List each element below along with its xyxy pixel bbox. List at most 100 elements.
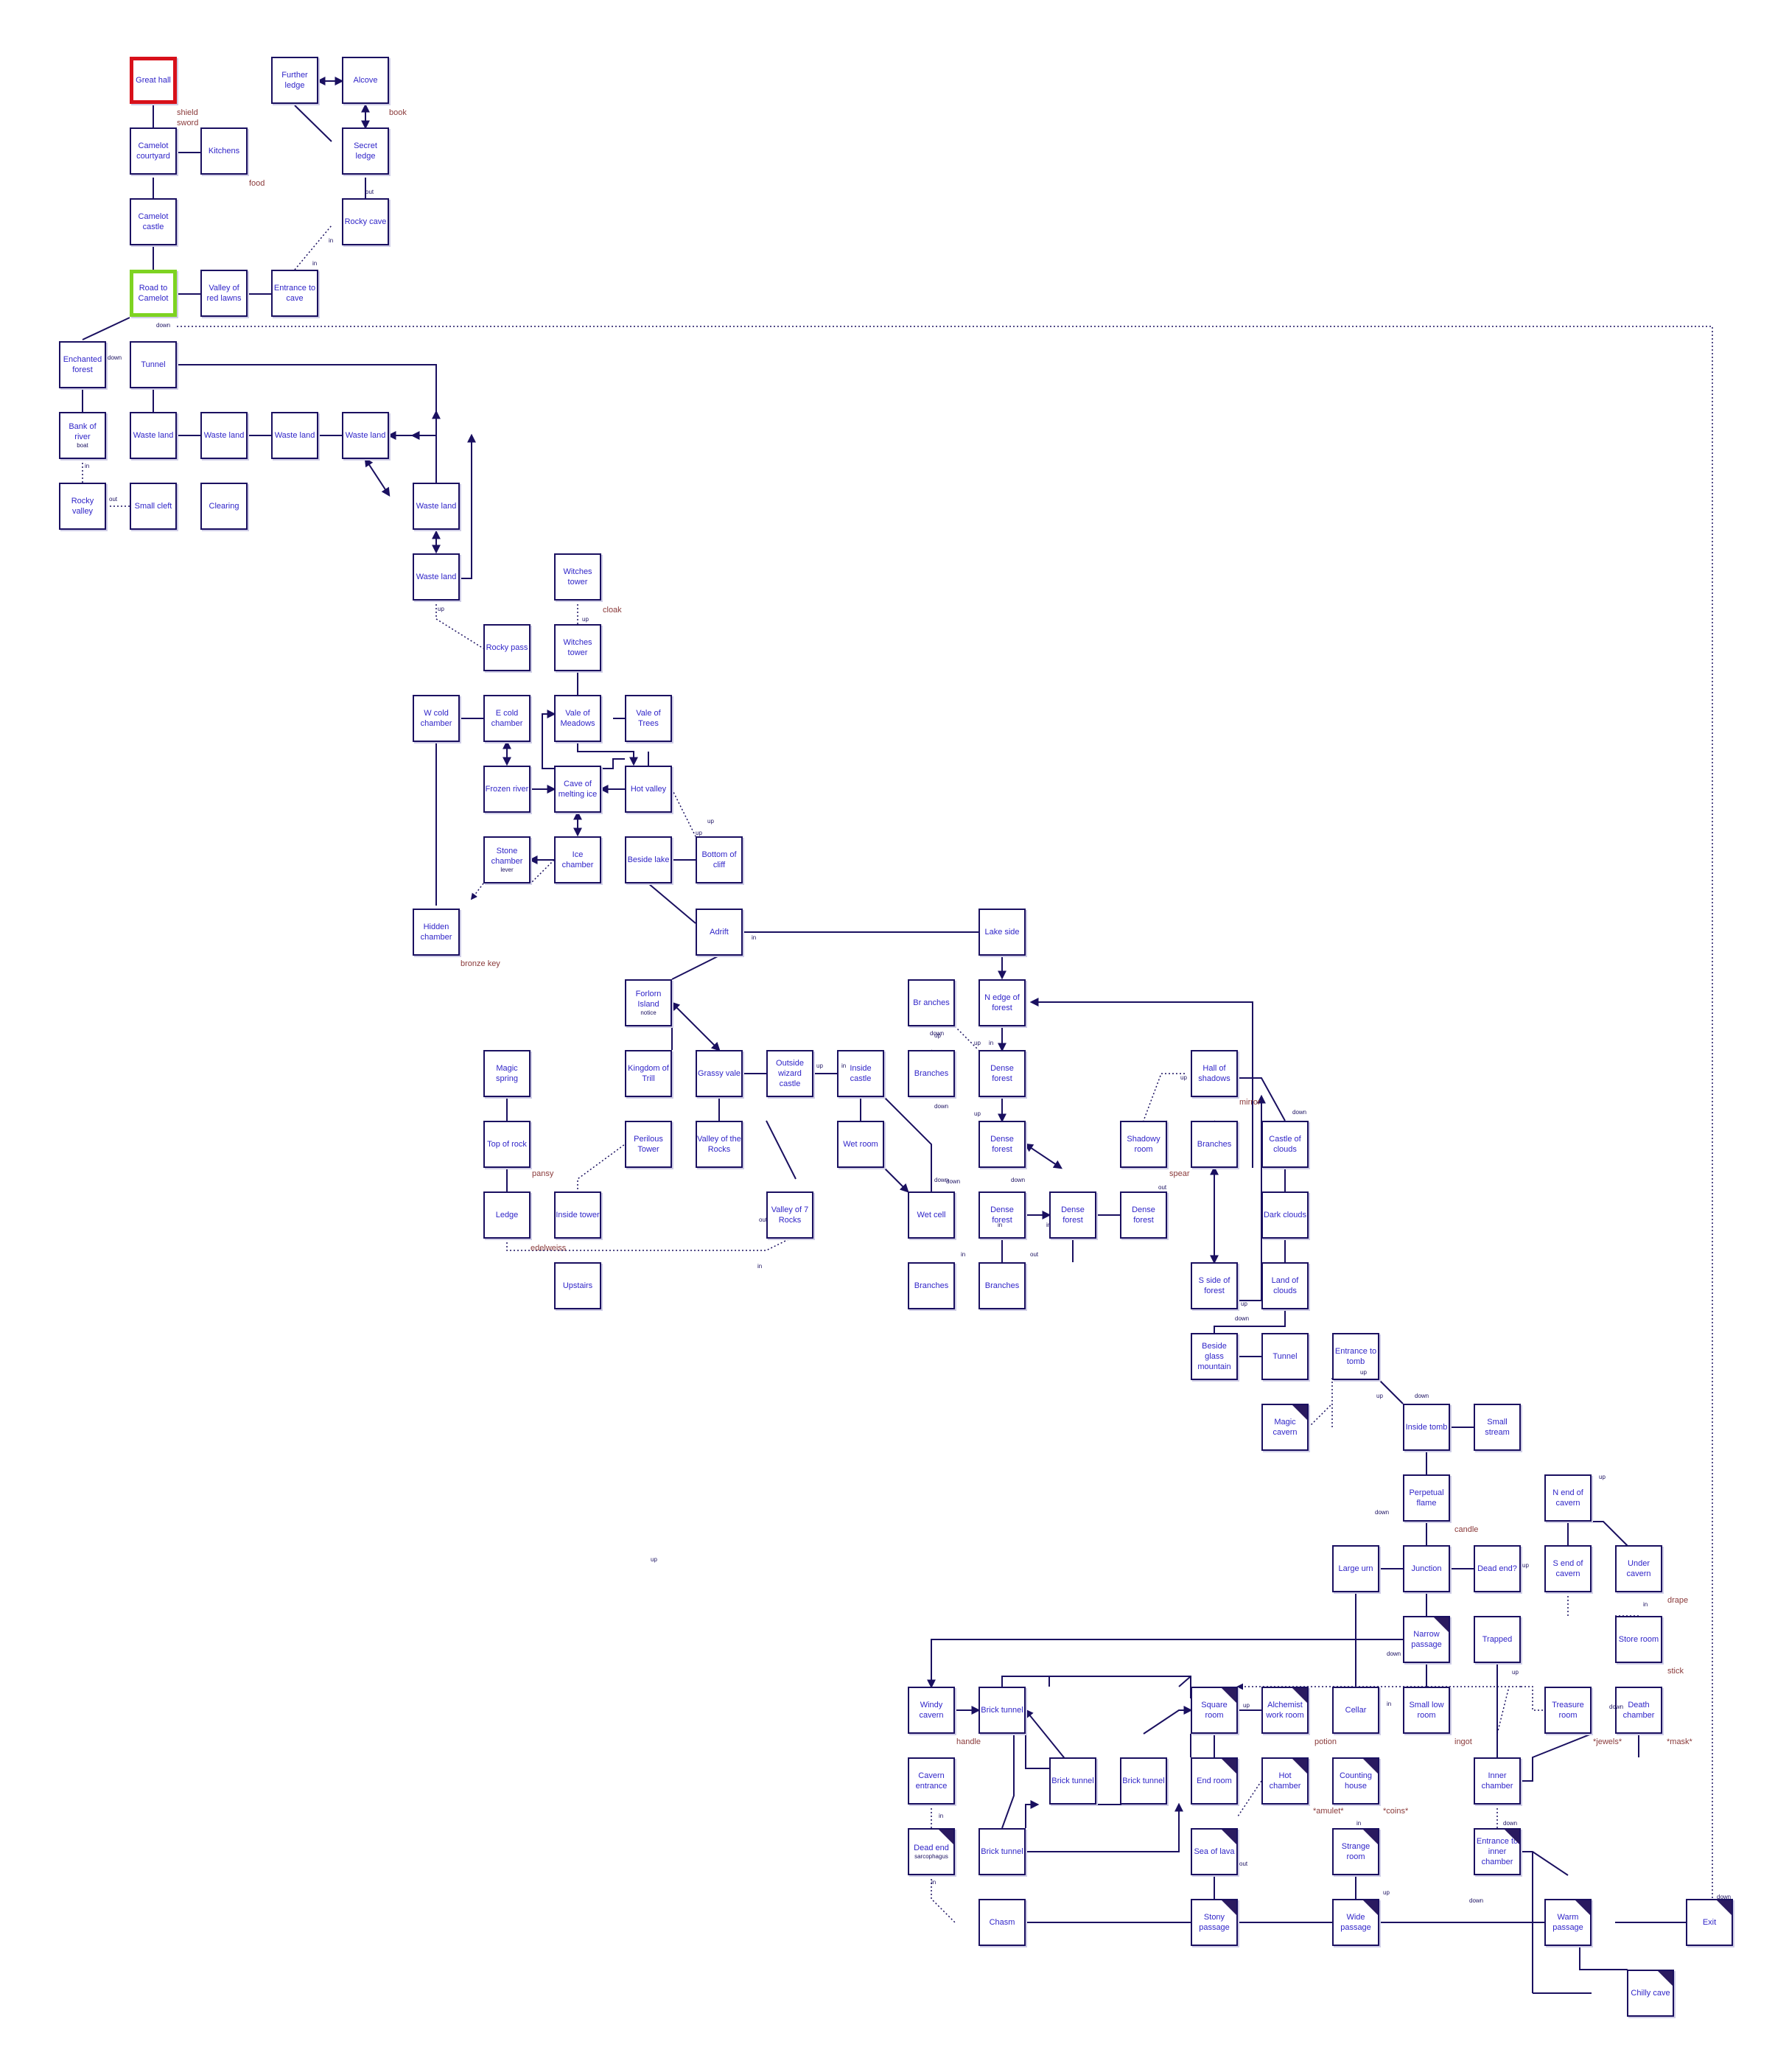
room-great-hall[interactable]: Great hall [130,57,177,104]
room-brick-4[interactable]: Brick tunnel [978,1828,1026,1875]
room-small-low-room[interactable]: Small low room [1403,1687,1450,1734]
room-grassy-vale[interactable]: Grassy vale [696,1050,743,1097]
room-waste-3[interactable]: Waste land [271,412,318,459]
room-tunnel-1[interactable]: Tunnel [130,341,177,388]
room-valley-rocks[interactable]: Valley of the Rocks [696,1121,743,1168]
room-end-room[interactable]: End room [1191,1757,1238,1805]
room-adrift[interactable]: Adrift [696,909,743,956]
room-further-ledge[interactable]: Further ledge [271,57,318,104]
room-waste-5[interactable]: Waste land [413,483,460,530]
room-branches-2[interactable]: Branches [908,1050,955,1097]
room-e-cold[interactable]: E cold chamber [483,695,531,742]
room-dark-clouds[interactable]: Dark clouds [1261,1191,1309,1239]
room-dense-4[interactable]: Dense forest [1049,1191,1096,1239]
room-dense-1[interactable]: Dense forest [978,1050,1026,1097]
room-upstairs[interactable]: Upstairs [554,1262,601,1309]
room-chasm[interactable]: Chasm [978,1899,1026,1946]
room-large-urn[interactable]: Large urn [1332,1545,1379,1592]
room-alcove[interactable]: Alcove [342,57,389,104]
room-bottom-cliff[interactable]: Bottom of cliff [696,836,743,883]
room-wet-room[interactable]: Wet room [837,1121,884,1168]
room-entrance-tomb[interactable]: Entrance to tomb [1332,1333,1379,1380]
room-vale-meadows[interactable]: Vale of Meadows [554,695,601,742]
room-kingdom-trill[interactable]: Kingdom of Trill [625,1050,672,1097]
room-rocky-valley[interactable]: Rocky valley [59,483,106,530]
room-waste-4[interactable]: Waste land [342,412,389,459]
room-kitchens[interactable]: Kitchens [200,127,248,175]
room-lake-side[interactable]: Lake side [978,909,1026,956]
room-castle-clouds[interactable]: Castle of clouds [1261,1121,1309,1168]
room-inside-tower[interactable]: Inside tower [554,1191,601,1239]
room-entrance-inner[interactable]: Entrance to inner chamber [1474,1828,1521,1875]
room-narrow-passage[interactable]: Narrow passage [1403,1616,1450,1663]
room-small-cleft[interactable]: Small cleft [130,483,177,530]
room-road-to-camelot[interactable]: Road to Camelot [130,270,177,317]
room-waste-6[interactable]: Waste land [413,553,460,601]
room-clearing[interactable]: Clearing [200,483,248,530]
room-hot-valley[interactable]: Hot valley [625,766,672,813]
room-rocky-pass[interactable]: Rocky pass [483,624,531,671]
room-dense-2[interactable]: Dense forest [978,1121,1026,1168]
room-death-chamber[interactable]: Death chamber [1615,1687,1662,1734]
room-hall-shadows[interactable]: Hall of shadows [1191,1050,1238,1097]
room-inside-castle[interactable]: Inside castle [837,1050,884,1097]
room-cave-melting-ice[interactable]: Cave of melting ice [554,766,601,813]
room-strange-room[interactable]: Strange room [1332,1828,1379,1875]
room-n-end-cavern[interactable]: N end of cavern [1544,1474,1592,1522]
room-branches-3[interactable]: Branches [1191,1121,1238,1168]
room-witches-tower[interactable]: Witches tower [554,624,601,671]
room-beside-lake[interactable]: Beside lake [625,836,672,883]
room-w-cold[interactable]: W cold chamber [413,695,460,742]
room-enchanted-forest[interactable]: Enchanted forest [59,341,106,388]
room-sea-of-lava[interactable]: Sea of lava [1191,1828,1238,1875]
room-beside-glass[interactable]: Beside glass mountain [1191,1333,1238,1380]
room-frozen-river[interactable]: Frozen river [483,766,531,813]
room-vale-trees[interactable]: Vale of Trees [625,695,672,742]
room-waste-1[interactable]: Waste land [130,412,177,459]
room-square-room[interactable]: Square room [1191,1687,1238,1734]
room-s-end-cavern[interactable]: S end of cavern [1544,1545,1592,1592]
room-wide-passage[interactable]: Wide passage [1332,1899,1379,1946]
room-outside-wizard[interactable]: Outside wizard castle [766,1050,813,1097]
room-windy-cavern[interactable]: Windy cavern [908,1687,955,1734]
room-perpetual-flame[interactable]: Perpetual flame [1403,1474,1450,1522]
room-wet-cell[interactable]: Wet cell [908,1191,955,1239]
room-chilly-cave[interactable]: Chilly cave [1627,1970,1674,2017]
room-small-stream[interactable]: Small stream [1474,1404,1521,1451]
room-branches-1[interactable]: Br anches [908,979,955,1026]
room-treasure-room[interactable]: Treasure room [1544,1687,1592,1734]
room-store-room[interactable]: Store room [1615,1616,1662,1663]
room-valley-red-lawns[interactable]: Valley of red lawns [200,270,248,317]
room-ledge[interactable]: Ledge [483,1191,531,1239]
room-land-clouds[interactable]: Land of clouds [1261,1262,1309,1309]
room-dense-5[interactable]: Dense forest [1120,1191,1167,1239]
room-ice-chamber[interactable]: Ice chamber [554,836,601,883]
room-s-side-forest[interactable]: S side of forest [1191,1262,1238,1309]
room-brick-2[interactable]: Brick tunnel [1049,1757,1096,1805]
room-dense-3[interactable]: Dense forest [978,1191,1026,1239]
room-trapped[interactable]: Trapped [1474,1616,1521,1663]
room-shadowy-room[interactable]: Shadowy room [1120,1121,1167,1168]
room-hot-chamber[interactable]: Hot chamber [1261,1757,1309,1805]
room-branches-4[interactable]: Branches [908,1262,955,1309]
room-witches-tower-top[interactable]: Witches tower [554,553,601,601]
room-camelot-courtyard[interactable]: Camelot courtyard [130,127,177,175]
room-camelot-castle[interactable]: Camelot castle [130,198,177,245]
room-perilous-tower[interactable]: Perilous Tower [625,1121,672,1168]
room-dead-end-q[interactable]: Dead end? [1474,1545,1521,1592]
room-waste-2[interactable]: Waste land [200,412,248,459]
room-hidden-chamber[interactable]: Hidden chamber [413,909,460,956]
room-valley-7-rocks[interactable]: Valley of 7 Rocks [766,1191,813,1239]
room-n-edge-forest[interactable]: N edge of forest [978,979,1026,1026]
room-cavern-entrance[interactable]: Cavern entrance [908,1757,955,1805]
room-exit[interactable]: Exit [1686,1899,1733,1946]
room-alchemist[interactable]: Alchemist work room [1261,1687,1309,1734]
room-magic-spring[interactable]: Magic spring [483,1050,531,1097]
room-top-of-rock[interactable]: Top of rock [483,1121,531,1168]
room-under-cavern[interactable]: Under cavern [1615,1545,1662,1592]
room-brick-3[interactable]: Brick tunnel [1120,1757,1167,1805]
room-tunnel-2[interactable]: Tunnel [1261,1333,1309,1380]
